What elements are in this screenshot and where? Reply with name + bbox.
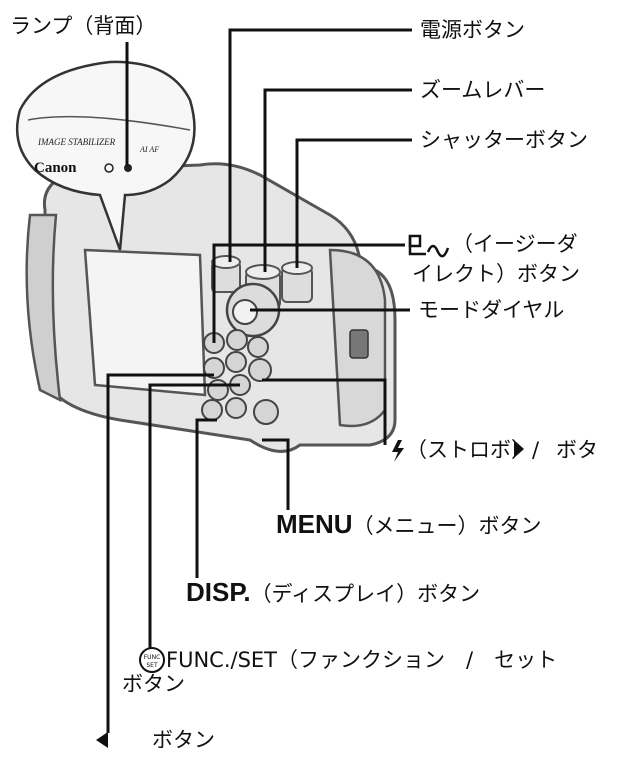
flash-line — [262, 378, 387, 445]
rear-buttons — [201, 329, 279, 425]
zoom-line — [263, 88, 412, 272]
callout-lines — [106, 28, 412, 733]
left-line — [106, 373, 214, 733]
shutter-line — [295, 138, 412, 268]
lamp-label: ランプ（背面） — [10, 14, 157, 38]
func-set-icon: FUNC SET — [139, 647, 165, 673]
disp-text: （ディスプレイ）ボタン — [250, 582, 481, 606]
menu-key: MENU — [276, 509, 353, 539]
direct-button-label-line2: イレクト）ボタン — [412, 262, 580, 286]
direct-print-icon — [408, 234, 450, 258]
svg-text:SET: SET — [146, 662, 158, 669]
canon-logo-text: Canon — [34, 160, 77, 176]
disp-key: DISP. — [186, 577, 251, 607]
func-set-button-label-line2: ボタン — [122, 672, 185, 696]
direct-button-label-line1: （イージーダ — [452, 232, 578, 256]
lamp-callout: IMAGE STABILIZER AI AF Canon — [15, 60, 196, 251]
direct-line — [212, 243, 405, 343]
flash-button-label: （ストロボ）/ — [406, 438, 540, 462]
power-button-label: 電源ボタン — [420, 18, 525, 42]
menu-text: （メニュー）ボタン — [352, 514, 542, 538]
flash-icon — [392, 440, 404, 462]
disp-button-label: DISP.（ディスプレイ）ボタン — [186, 577, 481, 607]
menu-button-label: MENU（メニュー）ボタン — [276, 509, 542, 539]
zoom-lever-label: ズームレバー — [420, 78, 546, 102]
func-line — [148, 383, 240, 650]
flash-button-label-suffix: ボタ — [556, 438, 598, 462]
power-line — [228, 28, 412, 262]
stabilizer-text: IMAGE STABILIZER — [37, 137, 116, 147]
left-arrow-icon — [96, 732, 108, 748]
af-text: AI AF — [139, 145, 159, 154]
mode-dial-label: モードダイヤル — [418, 298, 565, 322]
left-button-label: ボタン — [152, 728, 215, 752]
disp-line — [195, 418, 217, 578]
shutter-button-label: シャッターボタン — [420, 128, 588, 152]
func-set-button-label-line1: FUNC./SET（ファンクション / セット — [166, 648, 558, 672]
svg-text:FUNC: FUNC — [144, 654, 161, 661]
right-arrow-icon — [514, 440, 524, 458]
menu-line — [262, 438, 290, 510]
